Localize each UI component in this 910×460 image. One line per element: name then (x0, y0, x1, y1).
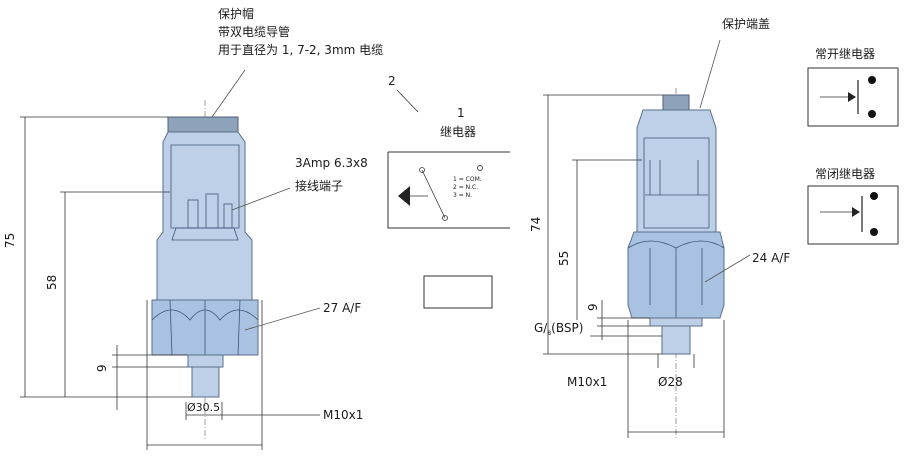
label-2: 2 (388, 74, 396, 88)
left-dim-diameter: Ø30.5 (187, 401, 220, 414)
right-hex-leader (704, 254, 751, 283)
right-thread (661, 325, 691, 355)
right-dim-diameter: Ø28 (658, 375, 683, 389)
nc-contact-dot (870, 228, 878, 236)
right-cap-label: 保护端盖 (722, 17, 770, 31)
no-contact-dot (868, 110, 876, 118)
left-inner-housing (170, 144, 240, 229)
left-terminal-base (171, 227, 239, 241)
right-dim-thread: 9 (586, 303, 600, 311)
cap-label-line2: 带双电缆导管 (218, 24, 290, 39)
cap-leader (211, 69, 246, 118)
right-dim-total: 74 (529, 217, 543, 232)
right-switch-drawing (627, 88, 725, 440)
right-hex-label: 24 A/F (752, 251, 790, 265)
pin2-label: 2 = N.C. (453, 184, 478, 191)
terminal-label-line1: 3Amp 6.3x8 (295, 156, 368, 170)
relay-legend: 常开继电器 常闭继电器 (807, 47, 899, 245)
left-hex-chamfer (151, 309, 259, 321)
nc-relay-label: 常闭继电器 (815, 167, 875, 181)
relay-box (387, 151, 510, 229)
right-thread-label: G/8(BSP) (534, 321, 583, 337)
right-neck (649, 317, 703, 327)
pin3-label: 3 = N. (453, 192, 472, 199)
left-switch-drawing (151, 100, 259, 440)
relay-label: 继电器 (440, 125, 476, 139)
pin1-label: 1 = COM. (453, 176, 482, 183)
no-contact-dot (868, 76, 876, 84)
cap-label-line3: 用于直径为 1, 7-2, 3mm 电缆 (218, 43, 383, 57)
label-1: 1 (457, 106, 465, 120)
right-dimensions (543, 39, 751, 438)
left-dim-thread: 9 (95, 364, 109, 372)
left-thread (191, 366, 220, 398)
right-thread-bottom-label: M10x1 (567, 375, 607, 389)
hex-leader (244, 307, 321, 331)
right-inner-housing (643, 137, 710, 229)
terminal-box (423, 275, 493, 309)
left-neck (187, 354, 224, 368)
terminal-leader (231, 187, 291, 211)
terminal-label-line2: 接线端子 (295, 178, 343, 193)
left-cap (167, 116, 239, 133)
nc-contact-dot (870, 192, 878, 200)
cap-label-line1: 保护帽 (218, 6, 254, 21)
relay-arrow (398, 186, 410, 206)
right-cap-leader (699, 39, 721, 109)
left-dim-total: 75 (3, 233, 17, 248)
right-dim-body: 55 (557, 251, 571, 266)
left-hex-label: 27 A/F (323, 301, 361, 315)
relay-schematic: 2 1 继电器 1 = COM. 2 = N.C. 3 = N. (387, 74, 510, 309)
right-upper-body (636, 109, 717, 233)
no-relay-label: 常开继电器 (815, 47, 875, 61)
left-hex-faces (169, 299, 241, 356)
right-hex-chamfer (627, 240, 725, 249)
right-terminals (649, 160, 699, 195)
left-dim-body: 58 (45, 275, 59, 290)
left-thread-label: M10x1 (323, 408, 363, 422)
left-dimensions (20, 69, 321, 450)
right-hex-faces (649, 248, 703, 318)
right-cap (662, 94, 690, 111)
